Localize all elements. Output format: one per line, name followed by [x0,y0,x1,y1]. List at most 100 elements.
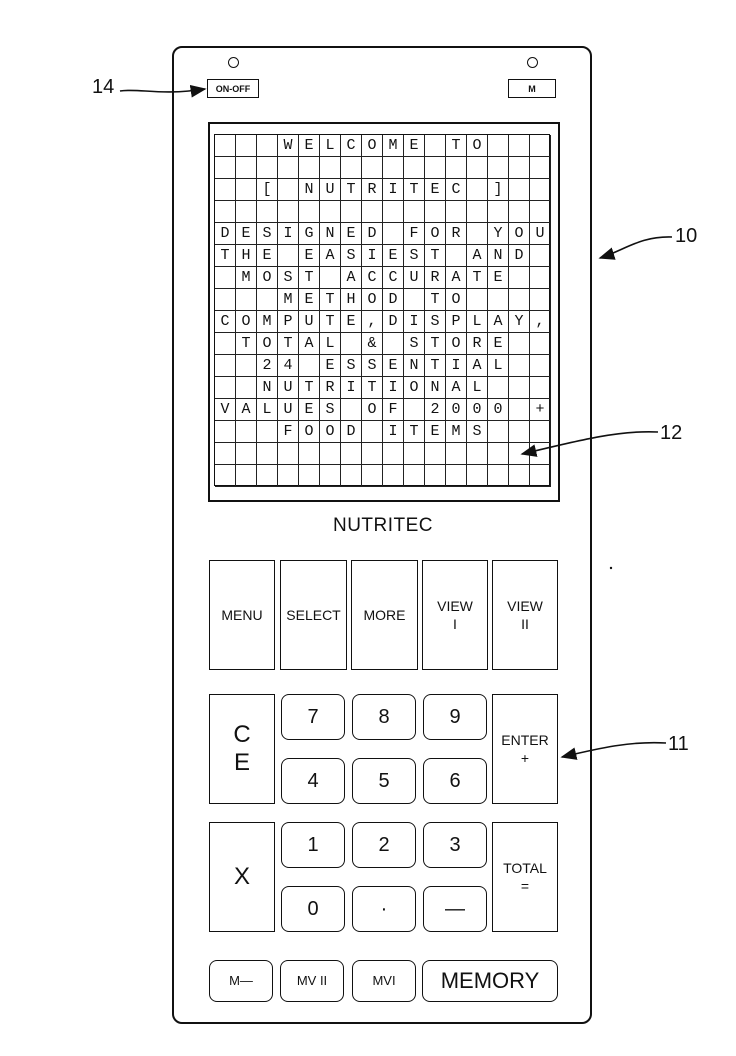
display-cell [236,443,257,465]
digit-8-label: 8 [378,708,389,726]
display-cell: O [446,333,467,355]
memory-key[interactable]: MEMORY [422,960,558,1002]
select-key[interactable]: SELECT [280,560,347,670]
display-cell [215,135,236,157]
display-cell: M [236,267,257,289]
display-cell [299,465,320,487]
display-cell [215,443,236,465]
display-cell: S [404,245,425,267]
display-cell [488,421,509,443]
view-1-key[interactable]: VIEW I [422,560,488,670]
display-cell [236,355,257,377]
digit-3-key[interactable]: 3 [423,822,487,868]
display-cell: S [341,245,362,267]
more-key[interactable]: MORE [351,560,418,670]
display-cell [278,443,299,465]
display-cell: ] [488,179,509,201]
display-cell [362,465,383,487]
digit-9-key[interactable]: 9 [423,694,487,740]
display-cell: I [383,377,404,399]
menu-key[interactable]: MENU [209,560,275,670]
display-cell [446,201,467,223]
display-cell: I [383,421,404,443]
display-cell: D [341,421,362,443]
view-2-key[interactable]: VIEW II [492,560,558,670]
display-cell [257,201,278,223]
display-cell [236,157,257,179]
display-cell [257,443,278,465]
total-key[interactable]: TOTAL = [492,822,558,932]
digit-5-key[interactable]: 5 [352,758,416,804]
digit-7-label: 7 [307,708,318,726]
digit-1-key[interactable]: 1 [281,822,345,868]
digit-6-key[interactable]: 6 [423,758,487,804]
display-cell [341,157,362,179]
display-cell [530,443,551,465]
display-cell: W [278,135,299,157]
memory-view-1-key[interactable]: MVI [352,960,416,1002]
display-cell: F [278,421,299,443]
display-cell [530,135,551,157]
view-2-key-numeral: II [521,615,529,633]
display-cell: I [278,223,299,245]
display-cell: E [236,223,257,245]
display-cell: S [362,355,383,377]
callout-11: 11 [668,733,689,756]
display-cell: E [383,355,404,377]
display-cell: T [341,179,362,201]
digit-8-key[interactable]: 8 [352,694,416,740]
digit-3-label: 3 [449,836,460,854]
minus-key[interactable]: — [423,886,487,932]
total-key-label: TOTAL [503,859,547,877]
display-cell [404,443,425,465]
enter-key[interactable]: ENTER + [492,694,558,804]
display-cell: M [278,289,299,311]
display-cell: S [257,223,278,245]
memory-minus-key[interactable]: M— [209,960,273,1002]
multiply-key[interactable]: X [209,822,275,932]
display-cell [362,421,383,443]
menu-key-label: MENU [221,606,262,624]
digit-1-label: 1 [307,836,318,854]
digit-2-key[interactable]: 2 [352,822,416,868]
display-cell: V [215,399,236,421]
display-cell: T [425,333,446,355]
display-cell: I [446,355,467,377]
display-cell: O [362,399,383,421]
display-cell [299,443,320,465]
enter-key-label: ENTER [501,731,548,749]
display-cell [278,179,299,201]
display-cell [404,157,425,179]
display-cell [530,245,551,267]
memory-view-2-key[interactable]: MV II [280,960,344,1002]
display-cell: H [236,245,257,267]
digit-7-key[interactable]: 7 [281,694,345,740]
display-cell [383,333,404,355]
display-cell: M [446,421,467,443]
on-off-button[interactable]: ON-OFF [207,79,259,98]
display-cell: I [341,377,362,399]
decimal-point-key[interactable]: · [352,886,416,932]
display-cell: R [446,223,467,245]
display-cell: N [404,355,425,377]
display-cell [509,377,530,399]
display-cell: 4 [278,355,299,377]
digit-2-label: 2 [378,836,389,854]
display-cell [362,201,383,223]
digit-0-key[interactable]: 0 [281,886,345,932]
display-cell [509,267,530,289]
display-cell: C [362,267,383,289]
display-cell [530,267,551,289]
display-cell [488,289,509,311]
display-cell [509,201,530,223]
digit-4-key[interactable]: 4 [281,758,345,804]
display-cell [341,465,362,487]
display-cell: A [236,399,257,421]
mode-button[interactable]: M [508,79,556,98]
display-cell: , [362,311,383,333]
display-cell [446,465,467,487]
clear-entry-key[interactable]: C E [209,694,275,804]
display-cell: P [446,311,467,333]
display-cell: T [236,333,257,355]
clear-entry-key-e: E [234,749,250,777]
